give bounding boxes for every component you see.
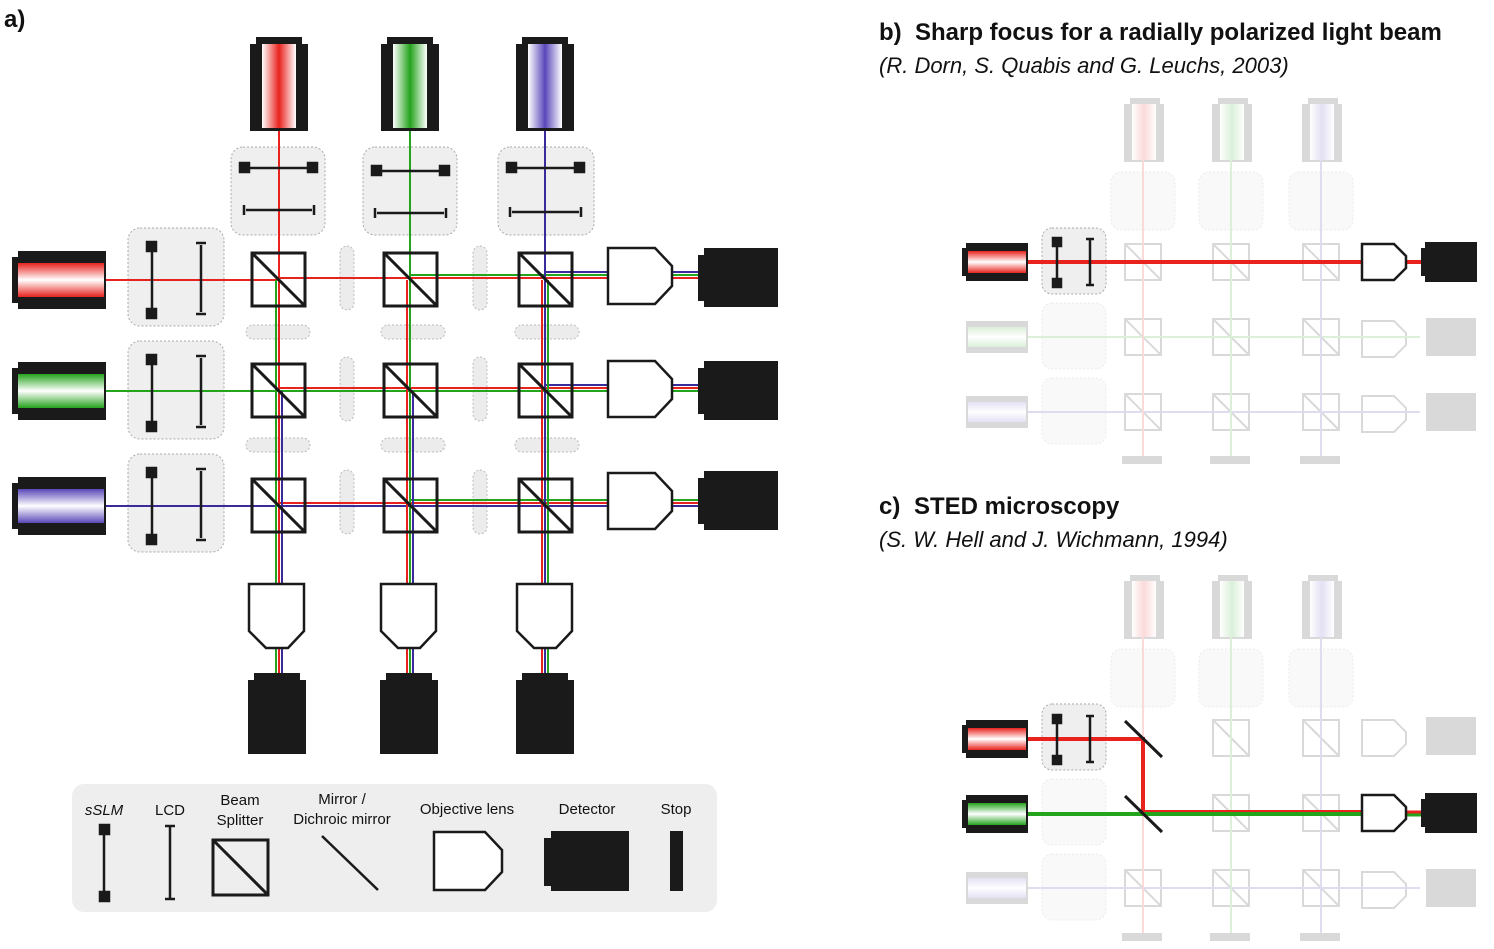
legend: sSLM LCD Beam Splitter Mirror / Dichroic… [72,784,717,912]
objective-lenses-right-a [606,246,674,531]
lcd-top-elements [238,161,586,218]
laser-top-blue [516,37,574,131]
lcd-left-elements [145,240,206,546]
faded-setup-c [966,575,1476,941]
stop-icon [670,831,683,891]
objective-lens-b [1360,242,1408,282]
detector-c [1421,793,1477,833]
lcd-group-left-red [127,227,225,327]
dichroic-mirror-c [1123,794,1164,834]
legend-label-objective: Objective lens [420,801,514,818]
panel-b-citation: (R. Dorn, S. Quabis and G. Leuchs, 2003) [879,53,1289,78]
sslm-icon [98,823,111,903]
objective-lenses-bottom-a [247,582,574,650]
legend-label-beam-2: Splitter [217,812,264,829]
mirror-icon [321,835,379,891]
legend-label-lcd: LCD [155,802,185,819]
lcd-group-left-blue [127,453,225,553]
panel-b: b) Sharp focus for a radially polarized … [879,19,1477,464]
active-path-b [962,227,1477,295]
panel-c: c) STED microscopy (S. W. Hell and J. Wi… [879,493,1477,941]
panel-b-title: Sharp focus for a radially polarized lig… [915,19,1442,46]
panel-c-title: STED microscopy [914,493,1120,520]
laser-left-blue [12,477,106,535]
laser-red-c [962,720,1028,758]
panel-a-label: a) [4,6,25,33]
laser-green-c [962,795,1028,833]
faded-setup-b [966,98,1476,464]
laser-left-red [12,251,106,309]
panel-b-label: b) [879,19,902,46]
beam-splitters-a [250,251,574,534]
detectors-right-a [698,248,778,530]
active-path-c [962,703,1477,834]
detector-b [1421,242,1477,282]
objective-lens-icon [432,830,504,892]
legend-label-mirror-2: Dichroic mirror [293,811,391,828]
beam-splitter-icon [211,838,270,897]
laser-left-green [12,362,106,420]
legend-label-beam-1: Beam [220,792,259,809]
laser-top-green [381,37,439,131]
panel-a: a) [4,6,778,754]
objective-lens-c [1360,793,1408,833]
legend-label-sslm: sSLM [85,802,124,819]
laser-red-b [962,243,1028,281]
panel-c-label: c) [879,493,900,520]
legend-label-detector: Detector [559,801,616,818]
detector-icon [544,831,629,891]
laser-top-red [250,37,308,131]
detectors-bottom-a [248,673,574,754]
lcd-icon [165,824,175,901]
legend-label-stop: Stop [661,801,692,818]
panel-c-citation: (S. W. Hell and J. Wichmann, 1994) [879,527,1228,552]
legend-label-mirror-1: Mirror / [318,791,366,808]
mirror-c-1 [1123,719,1164,759]
